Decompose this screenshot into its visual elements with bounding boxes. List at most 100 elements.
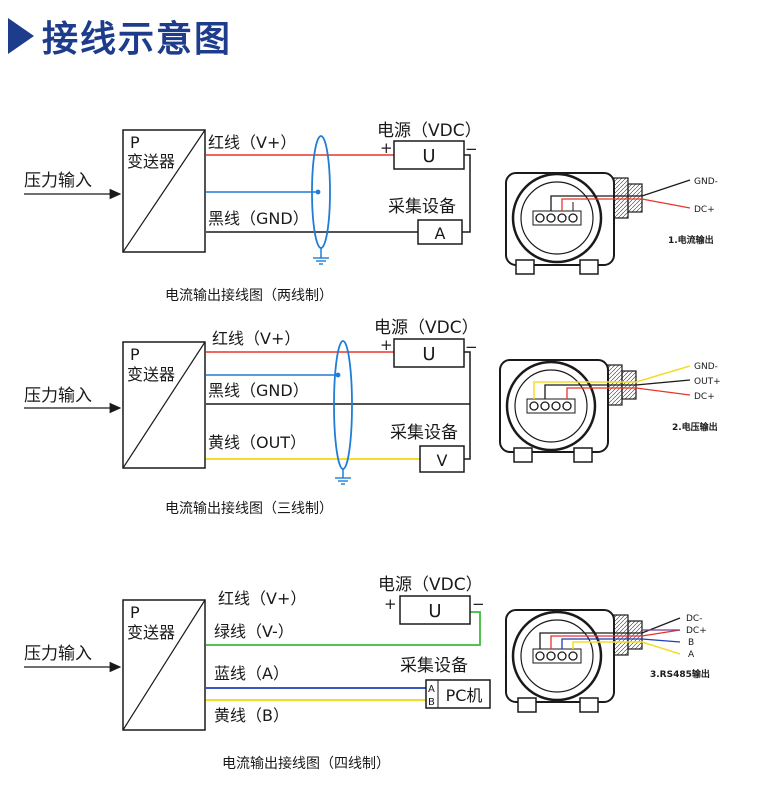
power-u: U [428,601,441,622]
transmitter-p: P [130,603,140,622]
pin-b: B [688,638,694,648]
power-return-wire [464,351,471,460]
collector-box [425,679,491,709]
transmitter-p: P [130,345,140,364]
transmitter-p: P [130,133,140,152]
collector-pin-a: A [428,684,435,695]
shield-ellipse [333,340,353,470]
power-u: U [422,146,435,167]
wire-dc-out [566,387,691,399]
wire-green [206,611,481,646]
power-u: U [422,344,435,365]
wire-green-label: 绿线（V-） [214,622,294,641]
cable-gland-nut [627,183,643,213]
pin-dc: DC+ [694,392,715,402]
power-box [393,140,465,170]
collector-device: A [435,224,446,243]
wire-a-out [572,641,681,655]
shield-junction [315,189,321,195]
device-foot-left [513,447,533,463]
collector-device: PC机 [446,686,483,705]
transmitter-label: 变送器 [127,152,175,171]
wire-gnd-out [550,179,691,211]
play-triangle-icon [8,18,34,54]
collector-label: 采集设备 [388,197,456,217]
pin-a: A [688,650,695,660]
cable-gland [613,177,629,219]
wire-black-label: 黑线（GND） [208,209,309,228]
power-label: 电源（VDC） [377,121,482,141]
wire-blue-label: 蓝线（A） [214,664,289,683]
diagram-two-wire: P 变送器 压力输入 红线（V+） 黑线（GND） 电源（VDC） + U − … [24,121,718,304]
power-return-wire [462,154,471,233]
collector-label: 采集设备 [400,656,468,676]
power-minus: − [465,338,478,356]
diagram-caption: 电流输出接线图（两线制） [165,287,333,304]
device-cover-inner [520,181,594,255]
wire-gnd-out [544,379,691,399]
power-plus: + [384,595,397,613]
wire-black-label: 黑线（GND） [208,381,309,400]
wire-dc-out [561,198,691,211]
pressure-input-label: 压力输入 [24,171,92,191]
ground-icon [335,477,351,485]
power-label: 电源（VDC） [374,318,479,338]
power-plus: + [380,139,393,157]
device-foot-right [573,447,593,463]
pressure-input-label: 压力输入 [24,386,92,406]
device-foot-left [515,259,535,275]
power-label: 电源（VDC） [378,575,483,595]
device-foot-right [579,697,599,713]
device-cover-inner [520,619,594,693]
terminal-screws [529,401,572,411]
device-caption: 2.电压输出 [672,421,718,433]
wire-red-label: 红线（V+） [218,589,306,608]
pin-dcp: DC+ [686,626,707,636]
transmitter-label: 变送器 [127,365,175,384]
terminal-block [532,210,582,226]
transmitter-diagonal [122,129,206,253]
ground-icon [313,257,329,265]
terminal-screws [535,651,578,661]
pin-out: OUT+ [694,377,721,387]
device-caption: 3.RS485输出 [650,668,710,680]
pin-dc: DC+ [694,205,715,215]
collector-box [419,445,465,473]
collector-device: V [437,451,448,470]
transmitter-diagonal [122,599,206,731]
cable-gland-nut [627,620,643,650]
cable-gland [613,614,629,656]
wire-yellow-label: 黄线（B） [214,706,289,725]
pressure-input-label: 压力输入 [24,644,92,664]
device-foot-right [579,259,599,275]
collector-box [417,219,463,245]
page-title: 接线示意图 [42,19,233,60]
wire-red-label: 红线（V+） [212,329,300,348]
shield-junction [335,372,341,378]
diagram-four-wire: P 变送器 压力输入 红线（V+） 绿线（V-） 蓝线（A） 黄线（B） 电源（… [24,575,710,772]
transmitter-diagonal [122,341,206,469]
transmitter-label: 变送器 [127,623,175,642]
device-foot-left [517,697,537,713]
power-minus: − [465,140,478,158]
device-cover-inner [514,369,588,443]
terminal-block [526,398,576,414]
collector-pin-b: B [428,697,435,708]
wire-out [533,365,691,399]
diagram-caption: 电流输出接线图（三线制） [165,500,333,517]
terminal-block [532,648,582,664]
wire-b-out [561,638,681,649]
pin-gnd: GND- [694,177,718,187]
terminal-screws [535,213,578,223]
wire-dcm-out [539,617,681,649]
diagram-three-wire: P 变送器 压力输入 红线（V+） 黑线（GND） 黄线（OUT） 电源（VDC… [24,318,721,517]
wire-red-label: 红线（V+） [208,133,296,152]
power-box [399,595,471,625]
transmitter-device-illustration: DC- DC+ B A 3.RS485输出 [505,609,710,713]
collector-label: 采集设备 [390,423,458,443]
diagram-caption: 电流输出接线图（四线制） [222,755,390,772]
transmitter-device-illustration: GND- DC+ 1.电流输出 [505,172,718,275]
wire-yellow-label: 黄线（OUT） [208,433,306,452]
power-box [393,338,465,368]
